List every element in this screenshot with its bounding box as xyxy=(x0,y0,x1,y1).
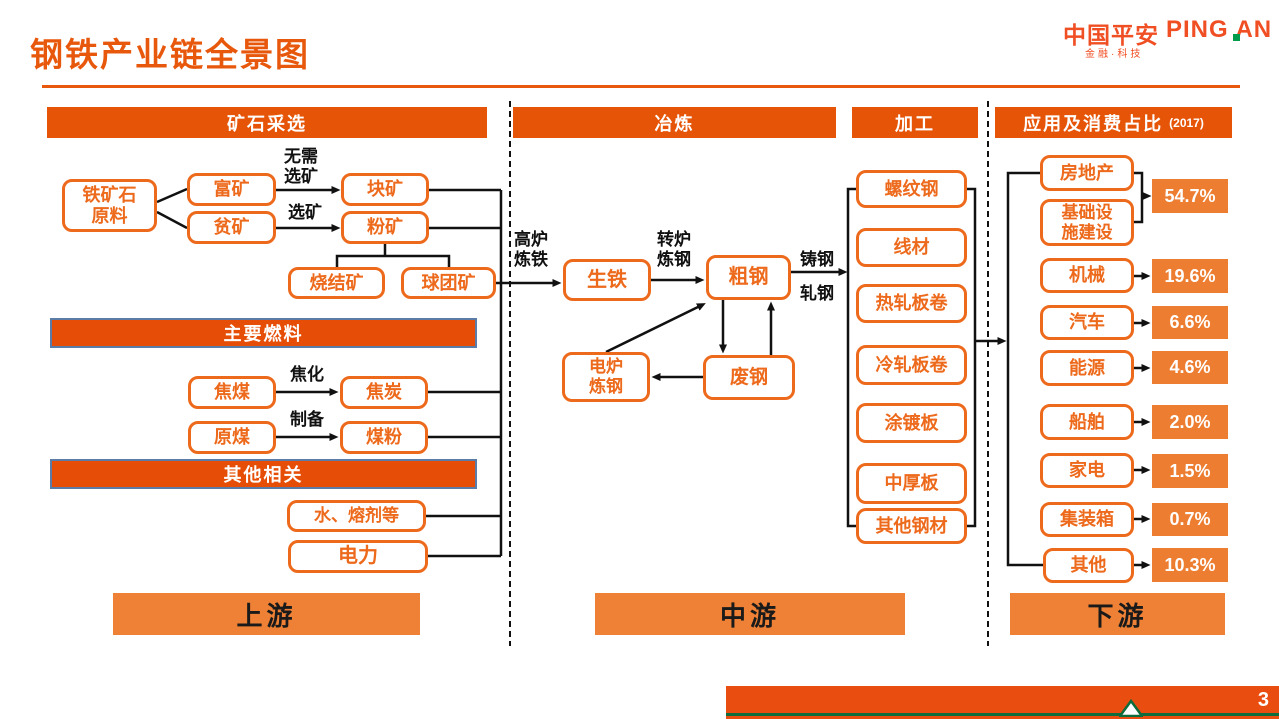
node-scrap-steel: 废钢 xyxy=(703,355,795,400)
bar-main-fuel: 主要燃料 xyxy=(50,318,477,348)
label-converter: 转炉 炼钢 xyxy=(657,230,691,270)
pct-home-appliance: 1.5% xyxy=(1152,454,1228,488)
node-container: 集装箱 xyxy=(1040,502,1134,537)
pct-real-estate-infra: 54.7% xyxy=(1152,179,1228,213)
pct-container: 0.7% xyxy=(1152,503,1228,536)
node-hot-rolled-coil: 热轧板卷 xyxy=(856,284,967,323)
node-other-steel: 其他钢材 xyxy=(856,508,967,544)
stage-upstream: 上游 xyxy=(113,593,420,635)
node-infrastructure: 基础设 施建设 xyxy=(1040,199,1134,246)
pct-other: 10.3% xyxy=(1152,548,1228,582)
node-ship: 船舶 xyxy=(1040,404,1134,440)
stage-downstream: 下游 xyxy=(1010,593,1225,635)
section-header-mining: 矿石采选 xyxy=(47,107,487,138)
node-coke: 焦炭 xyxy=(340,376,428,409)
node-raw-coal: 原煤 xyxy=(188,421,276,454)
pingan-peak-icon xyxy=(1119,699,1143,717)
stage-midstream: 中游 xyxy=(595,593,905,635)
node-automobile: 汽车 xyxy=(1040,305,1134,340)
node-energy: 能源 xyxy=(1040,350,1134,386)
node-eaf: 电炉 炼钢 xyxy=(562,352,650,402)
node-lean-ore: 贫矿 xyxy=(187,211,276,244)
pct-automobile: 6.6% xyxy=(1152,306,1228,339)
application-header-year: (2017) xyxy=(1169,115,1204,130)
node-home-appliance: 家电 xyxy=(1040,453,1134,488)
bracket-processing-right xyxy=(967,187,977,528)
footer-green-line xyxy=(726,713,1279,716)
node-pig-iron: 生铁 xyxy=(563,259,651,301)
label-rolled-steel: 轧钢 xyxy=(800,284,834,303)
section-header-smelting: 冶炼 xyxy=(513,107,836,138)
pct-ship: 2.0% xyxy=(1152,405,1228,439)
node-coking-coal: 焦煤 xyxy=(188,376,276,409)
node-rebar: 螺纹钢 xyxy=(856,170,967,208)
bracket-processing-left xyxy=(846,187,856,528)
arrow-eaf-crudesteel xyxy=(605,303,706,354)
label-no-beneficiation: 无需 选矿 xyxy=(284,147,318,187)
pingan-logo-cn: 中国平安 xyxy=(1063,22,1159,48)
node-coated-plate: 涂镀板 xyxy=(856,403,967,443)
label-cast-steel: 铸钢 xyxy=(800,250,834,269)
node-coal-powder: 煤粉 xyxy=(340,421,428,454)
node-wire-rod: 线材 xyxy=(856,228,967,267)
node-crude-steel: 粗钢 xyxy=(706,255,791,300)
node-sinter: 烧结矿 xyxy=(288,267,385,299)
pct-machinery: 19.6% xyxy=(1152,259,1228,293)
application-header-label: 应用及消费占比 xyxy=(1023,113,1164,134)
pingan-logo-en: PING AN xyxy=(1166,16,1273,43)
node-rich-ore: 富矿 xyxy=(187,173,276,206)
label-blast-furnace: 高炉 炼铁 xyxy=(514,230,548,270)
footer-bar: 3 xyxy=(726,686,1279,719)
pingan-logo-green-dot-icon xyxy=(1233,34,1240,41)
bar-other-related: 其他相关 xyxy=(50,459,477,489)
label-coking: 焦化 xyxy=(290,365,324,384)
bracket-realestate-infra xyxy=(1134,171,1144,224)
node-pellet: 球团矿 xyxy=(401,267,496,299)
bracket-application-left xyxy=(1006,171,1043,567)
title-underline xyxy=(42,85,1240,88)
line-ironore-leanore xyxy=(156,210,188,230)
section-header-processing: 加工 xyxy=(852,107,978,138)
page-title: 钢铁产业链全景图 xyxy=(30,36,310,73)
line-ironore-richore xyxy=(156,187,188,204)
pct-energy: 4.6% xyxy=(1152,351,1228,384)
node-water-flux: 水、熔剂等 xyxy=(287,500,426,532)
page-number: 3 xyxy=(1257,689,1269,711)
label-beneficiation: 选矿 xyxy=(288,203,322,222)
node-fine-ore: 粉矿 xyxy=(341,211,429,244)
node-cold-rolled-coil: 冷轧板卷 xyxy=(856,345,967,385)
label-preparation: 制备 xyxy=(290,410,324,429)
node-other: 其他 xyxy=(1043,548,1134,583)
section-header-application: 应用及消费占比 (2017) xyxy=(995,107,1232,138)
node-iron-ore: 铁矿石 原料 xyxy=(62,179,157,232)
node-lump-ore: 块矿 xyxy=(341,173,429,206)
node-machinery: 机械 xyxy=(1040,258,1134,293)
node-medium-plate: 中厚板 xyxy=(856,463,967,504)
pingan-logo-tagline: 金融·科技 xyxy=(1085,49,1144,60)
bracket-fineore-sinter-pellet xyxy=(335,244,451,267)
node-real-estate: 房地产 xyxy=(1040,155,1134,191)
node-electricity: 电力 xyxy=(288,540,428,573)
